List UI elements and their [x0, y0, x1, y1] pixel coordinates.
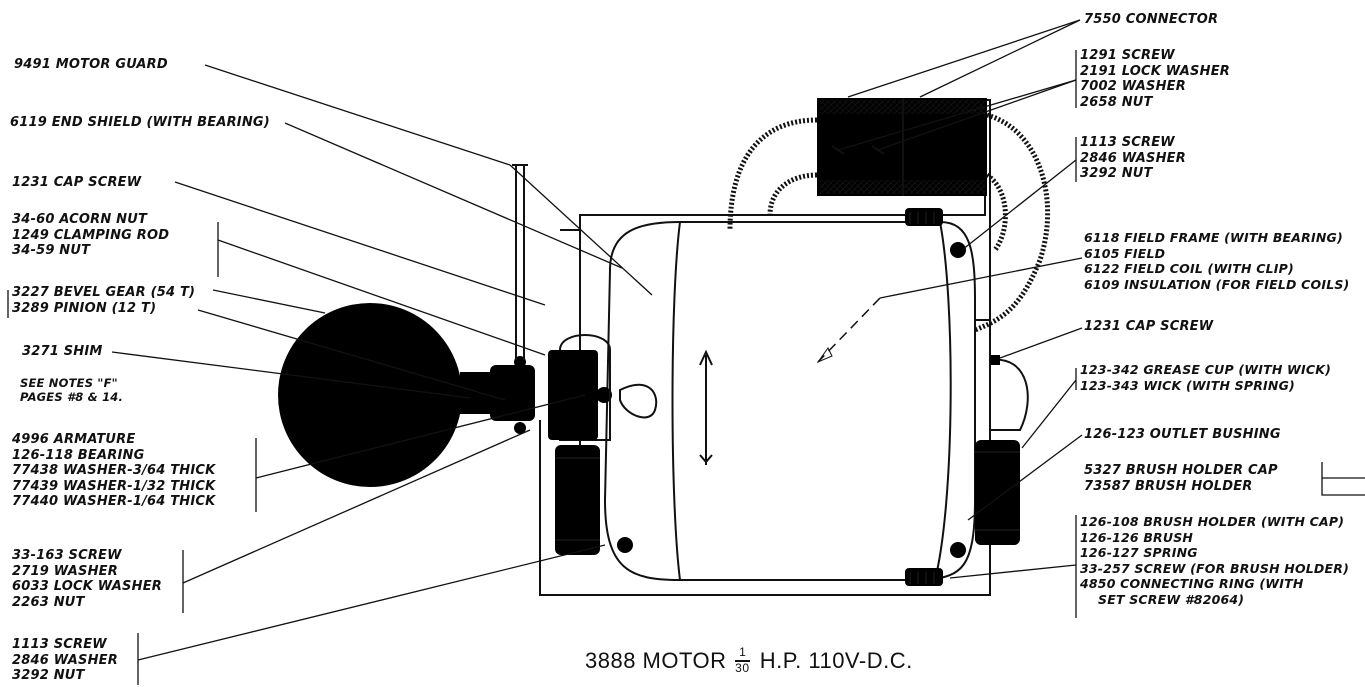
- diagram-title: 3888 MOTOR 1 30 H.P. 110V-D.C.: [585, 645, 913, 676]
- label-notes: SEE NOTES "F" PAGES #8 & 14.: [20, 376, 124, 404]
- label-grease-group: 123-342 GREASE CUP (WITH WICK) 123-343 W…: [1080, 362, 1332, 393]
- label-outlet-bushing: 126-123 OUTLET BUSHING: [1084, 427, 1281, 442]
- bevel-gear: [278, 303, 535, 487]
- fraction-denominator: 30: [735, 661, 750, 676]
- title-suffix: H.P. 110V-D.C.: [759, 648, 913, 673]
- label-motor-guard: 9491 MOTOR GUARD: [14, 57, 168, 72]
- field-arrow: [817, 297, 881, 363]
- label-acorn-nut-group: 34-60 ACORN NUT 1249 CLAMPING ROD 34-59 …: [12, 212, 170, 258]
- brush-holder: [975, 355, 1029, 545]
- label-connector-hardware: 1291 SCREW 2191 LOCK WASHER 7002 WASHER …: [1080, 48, 1230, 110]
- end-shield: [548, 334, 611, 555]
- label-end-shield: 6119 END SHIELD (WITH BEARING): [10, 115, 270, 130]
- motor-guard-rod: [512, 164, 528, 360]
- title-fraction: 1 30: [735, 645, 751, 676]
- lead-wires: [727, 112, 1051, 333]
- label-cap-screw-top: 1231 CAP SCREW: [12, 175, 142, 190]
- field-frame: [560, 208, 976, 586]
- title-prefix: 3888 MOTOR: [585, 648, 727, 673]
- label-screw-group-right: 1113 SCREW 2846 WASHER 3292 NUT: [1080, 135, 1186, 181]
- connector-block: [817, 98, 987, 196]
- label-connector: 7550 CONNECTOR: [1084, 12, 1219, 27]
- label-armature-group: 4996 ARMATURE 126-118 BEARING 77438 WASH…: [12, 432, 216, 509]
- label-shim: 3271 SHIM: [22, 344, 103, 359]
- label-brush-cap-group: 5327 BRUSH HOLDER CAP 73587 BRUSH HOLDER: [1084, 463, 1278, 494]
- label-field-group: 6118 FIELD FRAME (WITH BEARING) 6105 FIE…: [1084, 230, 1350, 292]
- label-screw-group-mid: 33-163 SCREW 2719 WASHER 6033 LOCK WASHE…: [12, 548, 162, 610]
- shaft-arrow: [699, 349, 713, 465]
- label-brush-group: 126-108 BRUSH HOLDER (WITH CAP) 126-126 …: [1080, 514, 1349, 607]
- leader-lines: [7, 19, 1365, 685]
- fraction-numerator: 1: [739, 645, 747, 660]
- label-screw-group-bottom: 1113 SCREW 2846 WASHER 3292 NUT: [12, 637, 118, 683]
- label-cap-screw-right: 1231 CAP SCREW: [1084, 319, 1214, 334]
- label-gear-group: 3227 BEVEL GEAR (54 T) 3289 PINION (12 T…: [12, 285, 196, 316]
